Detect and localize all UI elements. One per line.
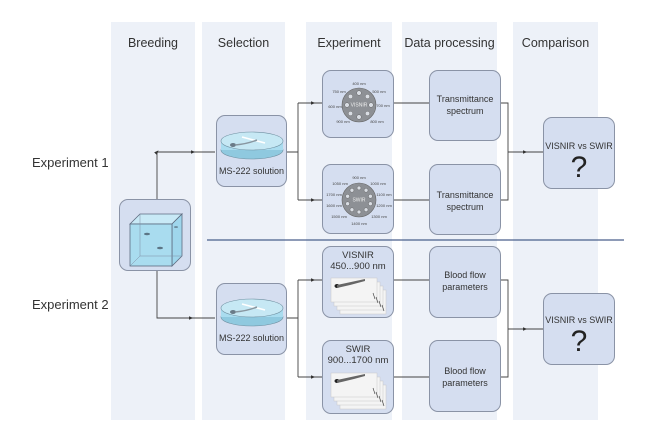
dp-label-line2: parameters [442,378,488,388]
selection-node-exp1: MS-222 solution [216,115,287,187]
wavelength-label: 1200 nm [376,203,392,208]
wavelength-label: 900 nm [352,175,366,180]
comparison-label-exp1: VISNIR vs SWIR [545,141,613,151]
column-title-comparison: Comparison [521,36,590,50]
visnir-imaging-title: VISNIR [342,250,374,261]
column-title-breeding: Breeding [127,36,179,50]
wavelength-label: 800 nm [370,119,384,124]
comparison-node-exp2: VISNIR vs SWIR ? [543,293,615,365]
wavelength-label: 600 nm [328,104,342,109]
filter-slot [356,209,362,215]
wavelength-label: 900 nm [336,119,350,124]
wavelength-label: 1100 nm [376,192,392,197]
experiment-visnir-imaging-node: VISNIR 450...900 nm [322,246,394,318]
petri-dish-icon [220,298,284,327]
filter-slot [349,188,355,193]
dp-label-line2: spectrum [446,202,484,212]
dp-label-line2: spectrum [446,106,484,116]
wavelength-label: 1700 nm [326,192,342,197]
wire-selection2-to-experiment [287,279,322,378]
visnir-imaging-range: 450...900 nm [330,261,386,272]
swir-imaging-title: SWIR [345,344,371,355]
filter-slot [368,201,373,206]
dp-label-line1: Blood flow [444,270,486,280]
selection-node-exp2: MS-222 solution [216,283,287,355]
question-mark-icon: ? [570,325,588,358]
wavelength-label: 1000 nm [370,181,386,186]
filter-slot [356,185,362,191]
data-processing-node-exp2-bottom: Blood flow parameters [429,340,501,412]
filter-slot [345,201,350,206]
data-processing-node-exp2-top: Blood flow parameters [429,246,501,318]
dp-label-line1: Blood flow [444,366,486,376]
visnir-filter-wheel-icon: VISNIR 400 nm 500 nm 700 nm 800 nm 900 n… [328,81,390,124]
wavelength-label: 1600 nm [326,203,342,208]
filter-slot [345,194,350,199]
wire-dp-to-comparison-1 [500,102,543,201]
swir-wheel-center-label: SWIR [352,198,365,204]
wavelength-label: 750 nm [332,89,346,94]
experiment-swir-wheel-node: SWIR 900 nm 1000 nm 1100 nm 1200 nm 1300… [322,164,394,234]
visnir-image-stack-icon [330,277,387,315]
selection-label-exp1: MS-222 solution [218,166,285,176]
selection-label-exp2: MS-222 solution [218,333,285,343]
wire-dp-to-comparison-2 [500,279,543,378]
row-label-experiment-2: Experiment 2 [32,297,109,312]
dp-label-line2: parameters [442,282,488,292]
wire-breeding-to-selection-2 [156,271,215,319]
column-title-data-processing: Data processing [404,36,495,50]
column-title-selection: Selection [217,36,270,50]
aquarium-icon [129,213,183,267]
visnir-wheel-center-label: VISNIR [351,103,368,109]
wavelength-label: 500 nm [372,89,386,94]
experiment-visnir-wheel-node: VISNIR 400 nm 500 nm 700 nm 800 nm 900 n… [322,70,394,138]
data-processing-node-exp1-top: Transmittance spectrum [429,70,501,141]
experiment-swir-imaging-node: SWIR 900...1700 nm [322,340,394,414]
swir-imaging-range: 900...1700 nm [327,355,389,366]
comparison-node-exp1: VISNIR vs SWIR ? [543,117,615,189]
wavelength-label: 400 nm [352,81,366,86]
column-title-experiment: Experiment [317,36,381,50]
wavelength-label: 700 nm [376,103,390,108]
data-processing-node-exp1-bottom: Transmittance spectrum [429,164,501,235]
swir-filter-wheel-icon: SWIR 900 nm 1000 nm 1100 nm 1200 nm 1300… [326,175,392,226]
dp-label-line1: Transmittance [436,94,494,104]
wire-breeding-to-selection-1 [154,150,215,199]
comparison-label-exp2: VISNIR vs SWIR [545,315,613,325]
breeding-tank-node [119,199,191,271]
wavelength-label: 1300 nm [371,214,387,219]
filter-slot [363,207,369,212]
row-label-experiment-1: Experiment 1 [32,155,109,170]
wavelength-label: 1500 nm [331,214,347,219]
filter-slot [368,194,373,199]
wavelength-label: 1050 nm [332,181,348,186]
question-mark-icon: ? [570,151,588,184]
wire-selection1-to-experiment [287,102,322,201]
swir-image-stack-icon [330,372,387,410]
petri-dish-icon [220,131,284,160]
dp-label-line1: Transmittance [436,190,494,200]
filter-slot [349,207,355,212]
wavelength-label: 1400 nm [351,221,367,226]
filter-slot [363,188,369,193]
